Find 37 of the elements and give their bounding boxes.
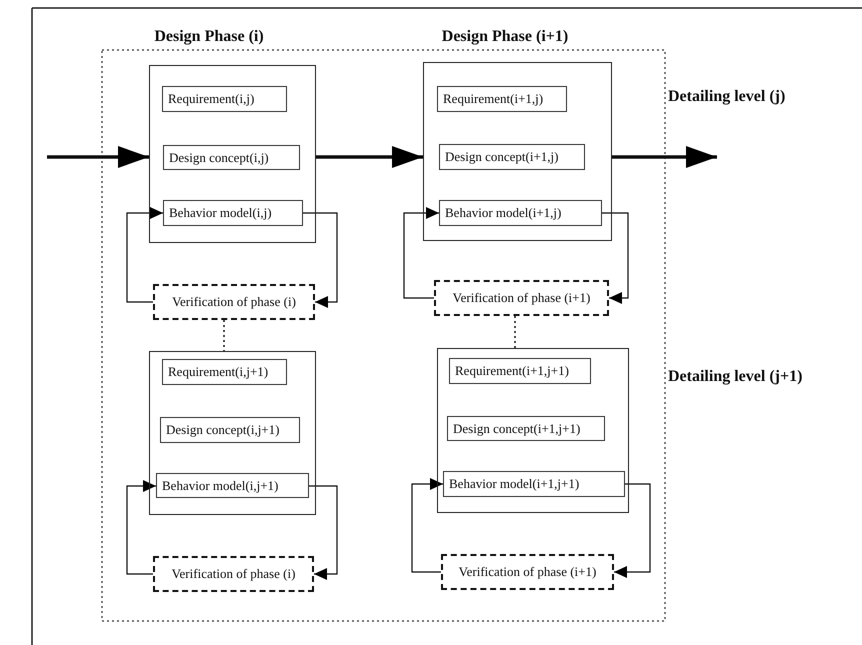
- process-box: Behavior model(i,j): [163, 200, 303, 226]
- process-box: Design concept(i+1,j): [439, 144, 585, 170]
- feedback-arrow: [411, 478, 443, 573]
- dotted-connector: [514, 316, 516, 348]
- heading-label: Detailing level (j+1): [668, 368, 802, 386]
- flow-arrow: [316, 146, 423, 168]
- feedback-arrow: [614, 483, 651, 578]
- feedback-arrow: [403, 207, 439, 299]
- process-box: Behavior model(i+1,j+1): [443, 471, 625, 497]
- flow-arrow: [612, 146, 717, 168]
- process-box: Requirement(i+1,j+1): [449, 358, 591, 384]
- verification-box: Verification of phase (i+1): [441, 554, 614, 590]
- process-box: Requirement(i+1,j): [437, 86, 567, 112]
- feedback-arrow: [602, 212, 629, 304]
- phase-box: [149, 351, 316, 515]
- feedback-arrow: [126, 480, 156, 575]
- phase-box: [423, 62, 612, 241]
- feedback-arrow: [309, 485, 338, 580]
- phase-box: [437, 348, 629, 513]
- heading-label: Design Phase (i): [154, 28, 264, 46]
- verification-box: Verification of phase (i): [153, 556, 314, 592]
- heading-label: Design Phase (i+1): [442, 28, 568, 46]
- feedback-arrow: [126, 207, 163, 303]
- heading-label: Detailing level (j): [668, 88, 786, 106]
- process-box: Behavior model(i,j+1): [156, 473, 309, 498]
- flow-arrow: [47, 146, 149, 168]
- verification-box: Verification of phase (i+1): [434, 280, 609, 316]
- process-box: Design concept(i,j+1): [160, 417, 300, 443]
- feedback-arrow: [303, 212, 338, 308]
- verification-box: Verification of phase (i): [153, 284, 315, 320]
- process-box: Design concept(i+1,j+1): [447, 416, 605, 441]
- process-box: Requirement(i,j+1): [162, 359, 287, 385]
- process-box: Requirement(i,j): [162, 86, 287, 112]
- phase-box: [149, 65, 316, 243]
- process-box: Behavior model(i+1,j): [439, 200, 602, 226]
- process-box: Design concept(i,j): [163, 145, 300, 170]
- dotted-connector: [223, 320, 225, 351]
